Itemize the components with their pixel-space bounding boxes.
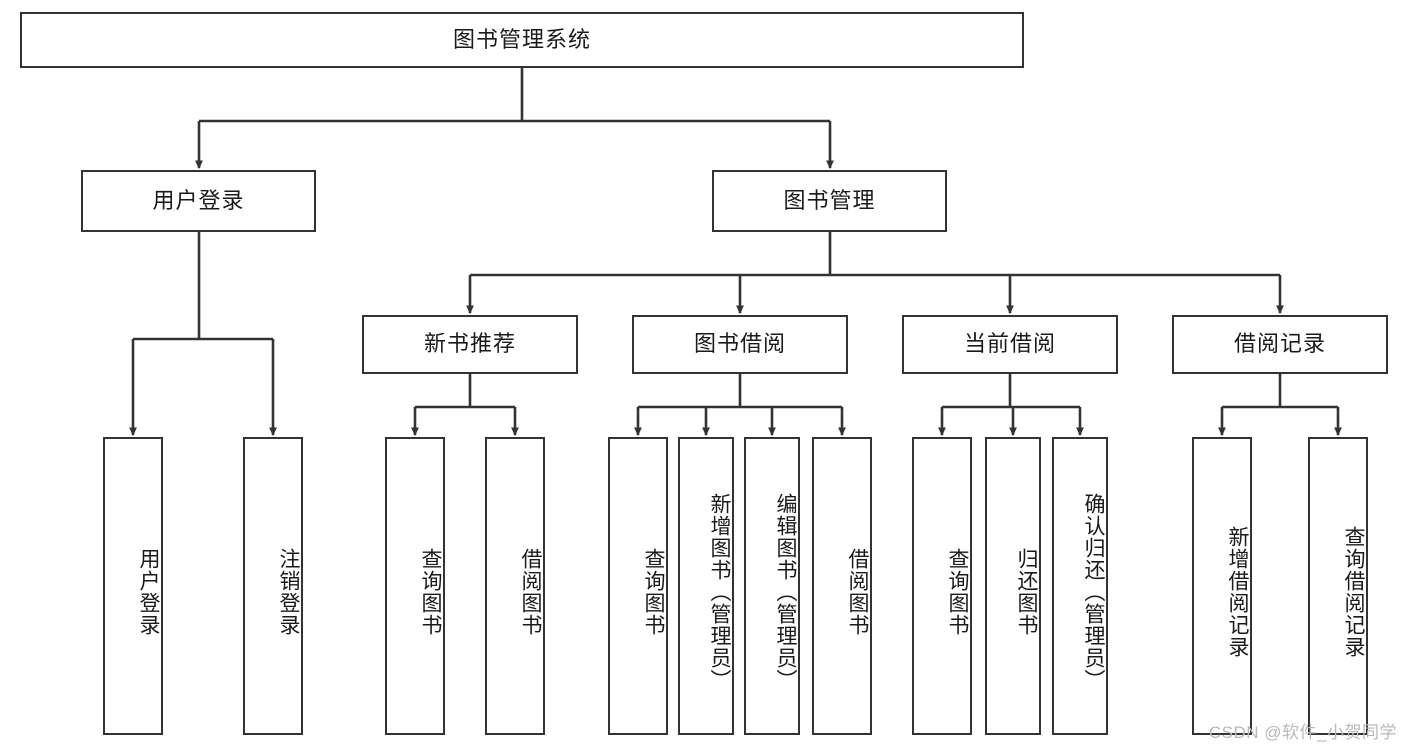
node-leaf-borrow-query[interactable]: 查询图书 bbox=[608, 437, 668, 735]
node-label: 新增图书（管理员） bbox=[708, 493, 731, 691]
node-borrow-record[interactable]: 借阅记录 bbox=[1172, 315, 1388, 374]
node-leaf-rec-query2[interactable]: 查询借阅记录 bbox=[1308, 437, 1368, 735]
node-label: 查询借阅记录 bbox=[1342, 526, 1365, 658]
node-root[interactable]: 图书管理系统 bbox=[20, 12, 1024, 68]
node-book-borrow[interactable]: 图书借阅 bbox=[632, 315, 848, 374]
node-label: 借阅图书 bbox=[519, 548, 542, 636]
node-label: 查询图书 bbox=[946, 548, 969, 636]
node-label: 归还图书 bbox=[1015, 548, 1038, 636]
node-leaf-rec-add[interactable]: 新增借阅记录 bbox=[1192, 437, 1252, 735]
node-label: 用户登录 bbox=[137, 548, 160, 636]
node-current-borrow[interactable]: 当前借阅 bbox=[902, 315, 1118, 374]
node-leaf-cur-confirm[interactable]: 确认归还（管理员） bbox=[1052, 437, 1108, 735]
node-label: 图书管理系统 bbox=[452, 26, 591, 52]
node-leaf-user-login[interactable]: 用户登录 bbox=[103, 437, 163, 735]
node-label: 借阅图书 bbox=[846, 548, 869, 636]
node-leaf-rec-query[interactable]: 查询图书 bbox=[385, 437, 445, 735]
node-label: 查询图书 bbox=[642, 548, 665, 636]
node-leaf-borrow-add[interactable]: 新增图书（管理员） bbox=[678, 437, 734, 735]
node-label: 确认归还（管理员） bbox=[1082, 493, 1105, 691]
node-label: 图书管理 bbox=[783, 187, 876, 213]
watermark-label: CSDN @软件_小贺同学 bbox=[1208, 723, 1397, 742]
node-book-manage[interactable]: 图书管理 bbox=[712, 170, 947, 232]
node-label: 借阅记录 bbox=[1233, 331, 1326, 357]
node-new-book-rec[interactable]: 新书推荐 bbox=[362, 315, 578, 374]
node-leaf-rec-borrow[interactable]: 借阅图书 bbox=[485, 437, 545, 735]
node-label: 编辑图书（管理员） bbox=[774, 493, 797, 691]
node-label: 用户登录 bbox=[152, 187, 245, 213]
node-leaf-borrow-lend[interactable]: 借阅图书 bbox=[812, 437, 872, 735]
node-leaf-user-logout[interactable]: 注销登录 bbox=[243, 437, 303, 735]
node-label: 图书借阅 bbox=[693, 331, 786, 357]
node-label: 查询图书 bbox=[419, 548, 442, 636]
node-label: 当前借阅 bbox=[963, 331, 1056, 357]
node-leaf-cur-return[interactable]: 归还图书 bbox=[985, 437, 1041, 735]
node-label: 注销登录 bbox=[277, 548, 300, 636]
node-leaf-borrow-edit[interactable]: 编辑图书（管理员） bbox=[744, 437, 800, 735]
node-label: 新书推荐 bbox=[423, 331, 516, 357]
node-label: 新增借阅记录 bbox=[1226, 526, 1249, 658]
node-leaf-cur-query[interactable]: 查询图书 bbox=[912, 437, 972, 735]
node-user-login[interactable]: 用户登录 bbox=[81, 170, 316, 232]
